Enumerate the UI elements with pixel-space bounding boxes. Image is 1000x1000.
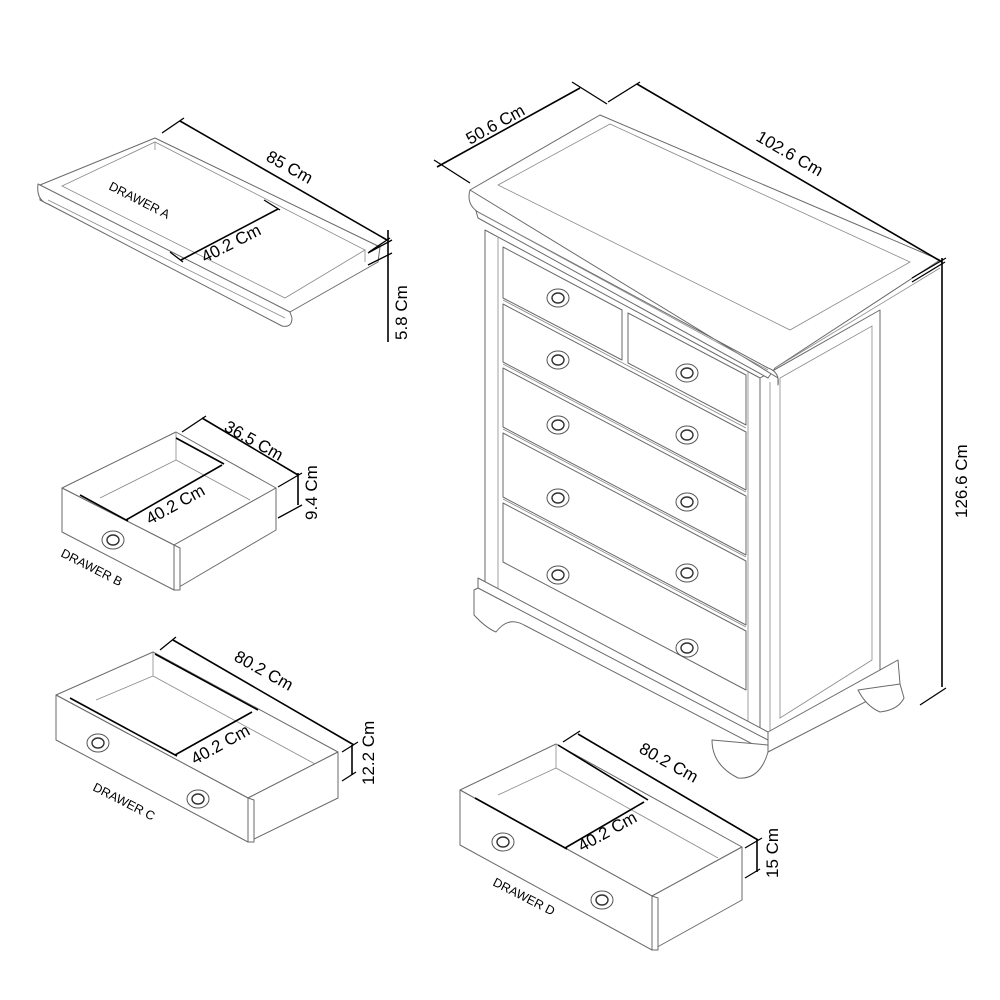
drawer-a-width-line bbox=[180, 208, 279, 261]
chest-height-label: 126.6 Cm bbox=[952, 444, 971, 518]
chest-foot-back-right bbox=[857, 683, 905, 713]
drawer-c-length-line bbox=[172, 639, 355, 746]
drawer-a-height-label: 5.8 Cm bbox=[392, 285, 411, 340]
chest-handles bbox=[546, 288, 699, 658]
drawer-b-length-line bbox=[201, 417, 299, 476]
handle-icon bbox=[546, 350, 570, 370]
handle-icon bbox=[675, 363, 699, 383]
drawer-c-height-label: 12.2 Cm bbox=[359, 721, 378, 785]
drawer-b-length-label: 36.5 Cm bbox=[221, 417, 286, 465]
chest-of-drawers: 50.6 Cm 102.6 Cm 126.6 Cm bbox=[433, 81, 971, 779]
drawer-a-length-label: 85 Cm bbox=[263, 147, 316, 188]
chest-top-inset bbox=[497, 123, 911, 331]
handle-icon bbox=[675, 425, 699, 445]
drawer-b-height-label: 9.4 Cm bbox=[302, 465, 321, 520]
handle-icon bbox=[675, 492, 699, 512]
chest-side-inset bbox=[779, 325, 873, 719]
drawer-c: DRAWER C 40.2 Cm 80.2 Cm 12.2 Cm bbox=[55, 636, 378, 843]
handle-icon bbox=[546, 488, 570, 508]
drawer-d-height-label: 15 Cm bbox=[763, 828, 782, 878]
drawer-a-length-line bbox=[179, 120, 388, 241]
drawer-c-width-line bbox=[174, 711, 253, 756]
drawer-d-length-line bbox=[577, 733, 759, 841]
handle-icon bbox=[546, 288, 570, 308]
handle-icon bbox=[186, 789, 210, 809]
drawer-c-length-label: 80.2 Cm bbox=[231, 647, 296, 695]
drawer-d-width-line bbox=[564, 801, 645, 849]
handle-icon bbox=[491, 832, 515, 852]
drawer-b-width-line bbox=[125, 464, 223, 521]
handle-icon bbox=[590, 890, 614, 910]
handle-icon bbox=[101, 530, 125, 550]
depth-dimension-line bbox=[436, 87, 581, 168]
handle-icon bbox=[86, 733, 110, 753]
chest-foot-front-left bbox=[473, 587, 769, 753]
drawer-d-length-label: 80.2 Cm bbox=[636, 739, 701, 787]
drawer-b: DRAWER B 40.2 Cm 36.5 Cm 9.4 Cm bbox=[59, 415, 321, 591]
drawer-a: DRAWER A 40.2 Cm 85 Cm 5.8 Cm bbox=[37, 117, 411, 342]
chest-depth-label: 50.6 Cm bbox=[463, 101, 528, 149]
handle-icon bbox=[546, 415, 570, 435]
handle-icon bbox=[546, 565, 570, 585]
handle-icon bbox=[675, 638, 699, 658]
chest-foot-front-right bbox=[711, 739, 769, 779]
handle-icon bbox=[675, 563, 699, 583]
chest-plinth bbox=[473, 577, 905, 779]
width-dimension-line bbox=[636, 83, 943, 263]
drawer-a-front-rail bbox=[37, 183, 293, 327]
